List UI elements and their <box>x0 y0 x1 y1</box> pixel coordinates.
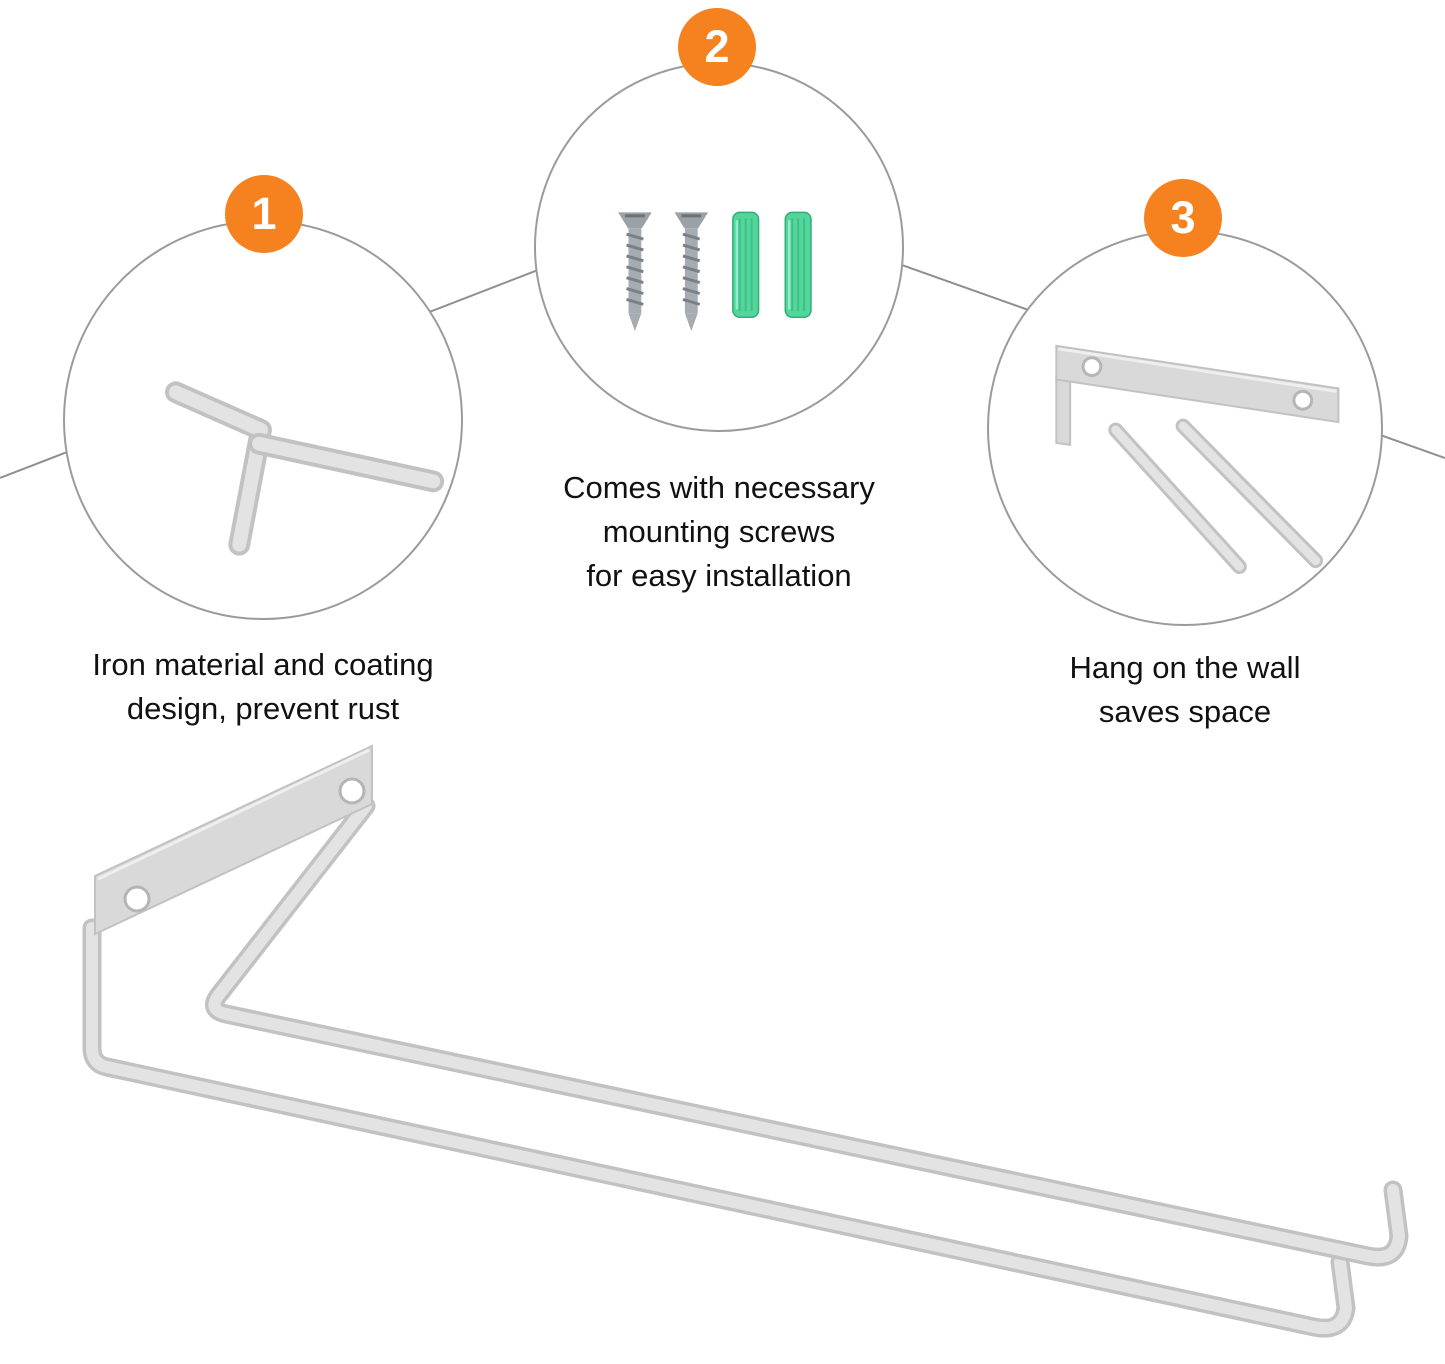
rail-wire-highlight <box>252 436 441 489</box>
wall-bracket-illustration <box>1055 344 1340 575</box>
rail-wire-highlight <box>1111 425 1244 572</box>
hook-wire-highlight <box>168 385 268 552</box>
screw-hole <box>123 885 151 913</box>
feature-caption-1: Iron material and coating design, preven… <box>13 643 513 731</box>
feature-badge-3: 3 <box>1144 179 1222 257</box>
badge-number: 2 <box>704 21 730 72</box>
caption-line: mounting screws <box>602 514 836 549</box>
feature-caption-3: Hang on the wall saves space <box>935 646 1435 734</box>
screw-hole <box>1292 389 1314 411</box>
upper-rail-wire-highlight <box>208 800 1405 1263</box>
mounting-hardware-illustration <box>618 211 812 332</box>
caption-line: for easy installation <box>586 558 852 593</box>
mounting-plate <box>94 744 373 936</box>
badge-number: 3 <box>1170 192 1196 243</box>
wall-anchor-illustration <box>784 211 812 318</box>
feature-badge-2: 2 <box>678 8 756 86</box>
screw-hole <box>1081 356 1103 378</box>
caption-line: Hang on the wall <box>1069 650 1301 685</box>
upper-rail-wire <box>204 796 1409 1267</box>
plate-highlight <box>1058 347 1337 393</box>
badge-number: 1 <box>251 188 277 239</box>
rack-hook-ends-illustration <box>164 381 445 556</box>
screw-illustration <box>674 212 709 332</box>
lower-rail-wire-highlight <box>86 922 1352 1335</box>
caption-line: Comes with necessary <box>563 470 875 505</box>
wall-anchor-illustration <box>732 211 760 318</box>
mounting-plate <box>1055 344 1340 424</box>
caption-line: design, prevent rust <box>126 691 400 726</box>
screw-hole <box>338 777 366 805</box>
screw-illustration <box>618 212 652 332</box>
caption-line: Iron material and coating <box>92 647 434 682</box>
feature-badge-1: 1 <box>225 175 303 253</box>
caption-line: saves space <box>1098 694 1272 729</box>
plate-highlight <box>97 748 370 881</box>
feature-caption-2: Comes with necessary mounting screws for… <box>469 466 969 598</box>
feature-circle-3 <box>987 230 1383 626</box>
rail-wire-highlight <box>1178 421 1321 566</box>
